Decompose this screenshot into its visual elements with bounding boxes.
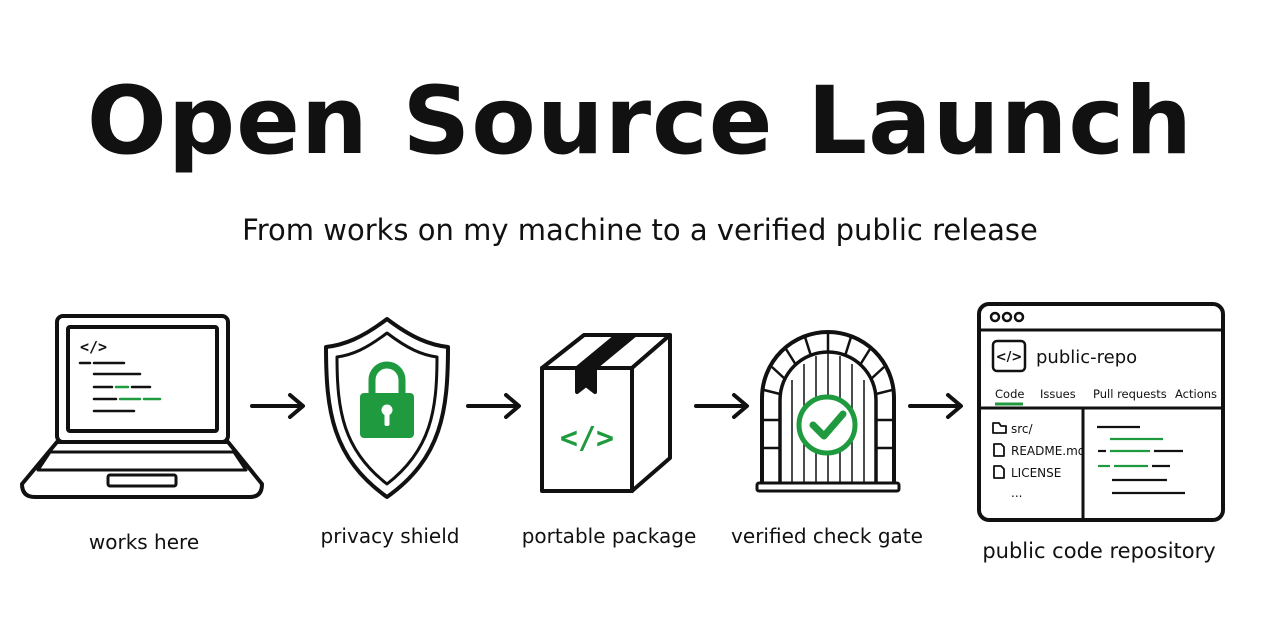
stage-label-portable-package: portable package — [521, 524, 697, 548]
package-code-tag: </> — [560, 421, 614, 456]
arrow-1 — [250, 393, 305, 419]
repo-name: public-repo — [1036, 347, 1137, 368]
check-gate-icon — [755, 330, 901, 493]
repo-file-src: src/ — [1011, 422, 1034, 436]
repo-file-license: LICENSE — [1011, 466, 1061, 480]
package-box-icon — [540, 333, 672, 493]
laptop-code-icon — [20, 314, 264, 499]
arrow-2 — [466, 393, 521, 419]
repo-tab-actions: Actions — [1175, 387, 1217, 401]
repository-window-icon — [977, 302, 1225, 522]
repo-tab-code: Code — [995, 387, 1024, 401]
stage-label-public-code-repository: public code repository — [982, 539, 1216, 563]
stage-label-privacy-shield: privacy shield — [320, 524, 460, 548]
shield-lock-icon — [324, 317, 450, 499]
diagram-subtitle: From works on my machine to a verified p… — [242, 213, 1038, 247]
stage-label-works-here: works here — [88, 530, 200, 554]
repo-tab-issues: Issues — [1040, 387, 1076, 401]
repo-tab-pull-requests: Pull requests — [1093, 387, 1167, 401]
repo-file-more: ... — [1011, 486, 1022, 500]
stage-label-verified-check-gate: verified check gate — [731, 524, 923, 548]
laptop-code-tag: </> — [80, 338, 107, 356]
arrow-4 — [908, 393, 963, 419]
repo-file-readme: README.md — [1011, 444, 1085, 458]
diagram-title: Open Source Launch — [86, 67, 1194, 176]
arrow-3 — [694, 393, 749, 419]
repo-code-tag: </> — [996, 350, 1023, 365]
